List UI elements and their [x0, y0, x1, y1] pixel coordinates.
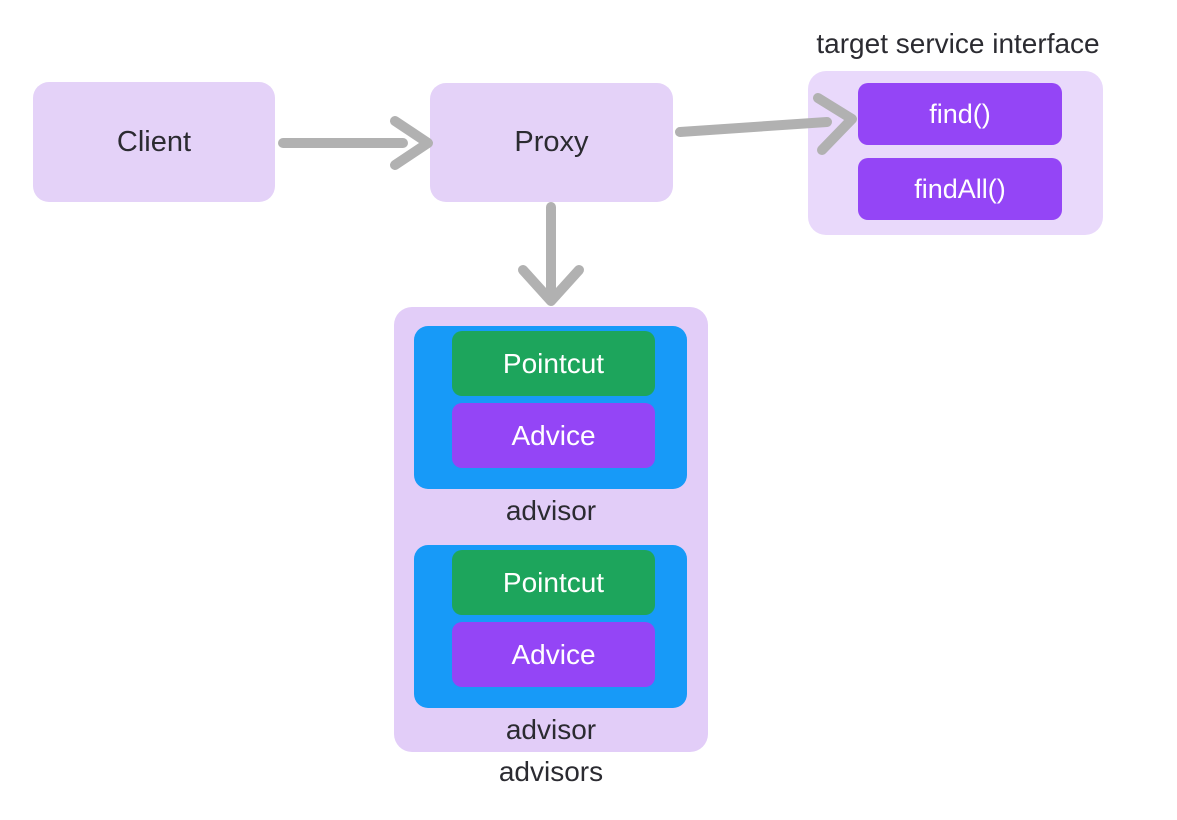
findall-method-label: findAll()	[914, 173, 1006, 204]
client-label: Client	[116, 125, 192, 158]
advice-box-1: Advice	[452, 403, 655, 468]
find-method-label: find()	[929, 98, 991, 129]
target-service-interface-container: find() findAll()	[808, 71, 1103, 235]
advisor-block-2: Pointcut Advice	[414, 545, 687, 708]
findall-method-box: findAll()	[858, 158, 1062, 220]
advisor-block-1: Pointcut Advice	[414, 326, 687, 489]
target-service-interface-title: target service interface	[816, 28, 1100, 59]
advice-label-2: Advice	[511, 638, 596, 670]
client-node: Client	[33, 82, 275, 202]
advice-box-2: Advice	[452, 622, 655, 687]
pointcut-box-1: Pointcut	[452, 331, 655, 396]
advisor-caption-2: advisor	[505, 714, 597, 745]
proxy-node: Proxy	[430, 83, 673, 202]
advice-label-1: Advice	[511, 419, 596, 451]
pointcut-label-1: Pointcut	[502, 347, 605, 379]
arrow-proxy-to-advisors-icon	[518, 202, 584, 306]
advisor-caption-1: advisor	[505, 495, 597, 526]
pointcut-box-2: Pointcut	[452, 550, 655, 615]
advisors-container: Pointcut Advice advisor Pointcut Advice …	[394, 307, 708, 752]
find-method-box: find()	[858, 83, 1062, 145]
arrow-client-to-proxy-icon	[278, 116, 433, 170]
advisors-caption: advisors	[498, 756, 604, 787]
proxy-label: Proxy	[514, 126, 589, 158]
pointcut-label-2: Pointcut	[502, 566, 605, 598]
